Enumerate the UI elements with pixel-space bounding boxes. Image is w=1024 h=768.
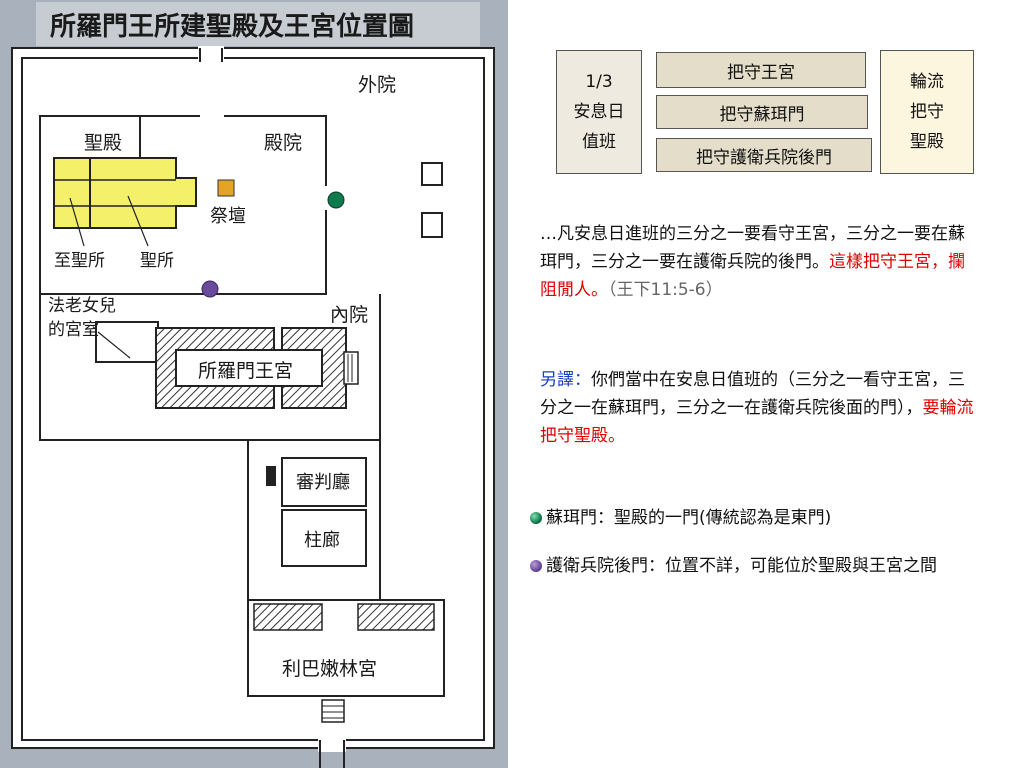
sabbath-shift-box: 1/3 安息日 值班 (556, 50, 642, 174)
temple-box-line-1: 輪流 (910, 72, 944, 92)
alt-translation-paragraph: 另譯：你們當中在安息日值班的（三分之一看守王宮，三分之一在蘇珥門，三分之一在護衛… (540, 366, 980, 450)
legend-sur-gate-text: 蘇珥門：聖殿的一門(傳統認為是東門) (546, 508, 832, 528)
verse-main: …凡安息日進班的三分之一要看守王宮，三分之一要在蘇珥門，三分之一要在護衛兵院的後… (540, 224, 965, 272)
green-gate-icon (530, 512, 542, 524)
judgment-hall (281, 457, 367, 507)
outer-court-label: 外院 (358, 74, 397, 96)
east-gate-north (421, 162, 443, 186)
verse-highlight: 這樣把守王宮，攔阻閒人。 (540, 252, 965, 300)
rotate-guard-temple-box: 輪流 把守 聖殿 (880, 50, 974, 174)
verse-reference: （王下11:5-6） (608, 280, 723, 300)
guard-gate-icon (201, 280, 219, 298)
duty-guard-back-gate: 把守護衛兵院後門 (656, 138, 872, 172)
temple-box-line-3: 聖殿 (910, 132, 944, 152)
colonnade (281, 509, 367, 567)
inner-court (39, 294, 381, 441)
title-banner (36, 2, 480, 46)
temple-label: 聖殿 (84, 132, 123, 154)
map-drawing (11, 2, 495, 768)
legend-guard-gate: 護衛兵院後門：位置不詳，可能位於聖殿與王宮之間 (530, 552, 970, 580)
alt-label: 另譯： (540, 370, 591, 390)
sabbath-shift-line-2: 安息日 (573, 102, 625, 122)
solomon-palace-label: 所羅門王宮 (198, 360, 294, 382)
duty-guard-palace: 把守王宮 (656, 52, 866, 88)
sabbath-shift-line-1: 1/3 (585, 72, 613, 92)
legend-sur-gate: 蘇珥門：聖殿的一門(傳統認為是東門) (530, 504, 980, 532)
east-gate-south (421, 212, 443, 238)
sur-gate-icon (327, 191, 345, 209)
purple-gate-icon (530, 560, 542, 572)
legend-guard-gate-text: 護衛兵院後門：位置不詳，可能位於聖殿與王宮之間 (546, 556, 937, 576)
temple-box-line-2: 把守 (910, 102, 944, 122)
duty-guard-sur-gate: 把守蘇珥門 (656, 95, 868, 129)
holy-of-holies-label: 至聖所 (54, 251, 105, 271)
pharaoh-daughter-label: 法老女兒 的宮室 (48, 296, 116, 340)
lebanon-palace-label: 利巴嫩林宮 (282, 658, 378, 680)
altar-icon (217, 179, 235, 197)
alt-highlight: 要輪流把守聖殿。 (540, 398, 974, 446)
map-title: 所羅門王所建聖殿及王宮位置圖 (50, 12, 415, 42)
sabbath-shift-line-3: 值班 (582, 132, 616, 152)
verse-paragraph: …凡安息日進班的三分之一要看守王宮，三分之一要在蘇珥門，三分之一要在護衛兵院的後… (540, 220, 980, 304)
colonnade-label: 柱廊 (304, 530, 340, 551)
altar-label: 祭壇 (210, 206, 246, 227)
judgment-hall-label: 審判廳 (296, 472, 350, 493)
holy-place-label: 聖所 (140, 251, 174, 271)
alt-main: 你們當中在安息日值班的（三分之一看守王宮，三分之一在蘇珥門，三分之一在護衛兵院後… (540, 370, 965, 418)
temple-palace-map: 所羅門王所建聖殿及王宮位置圖 外院 聖殿 殿院 祭壇 至聖所 聖所 法老女兒 的… (0, 0, 508, 768)
inner-court-label: 內院 (330, 304, 369, 326)
temple-court-label: 殿院 (264, 132, 303, 154)
throne-icon (266, 466, 276, 486)
